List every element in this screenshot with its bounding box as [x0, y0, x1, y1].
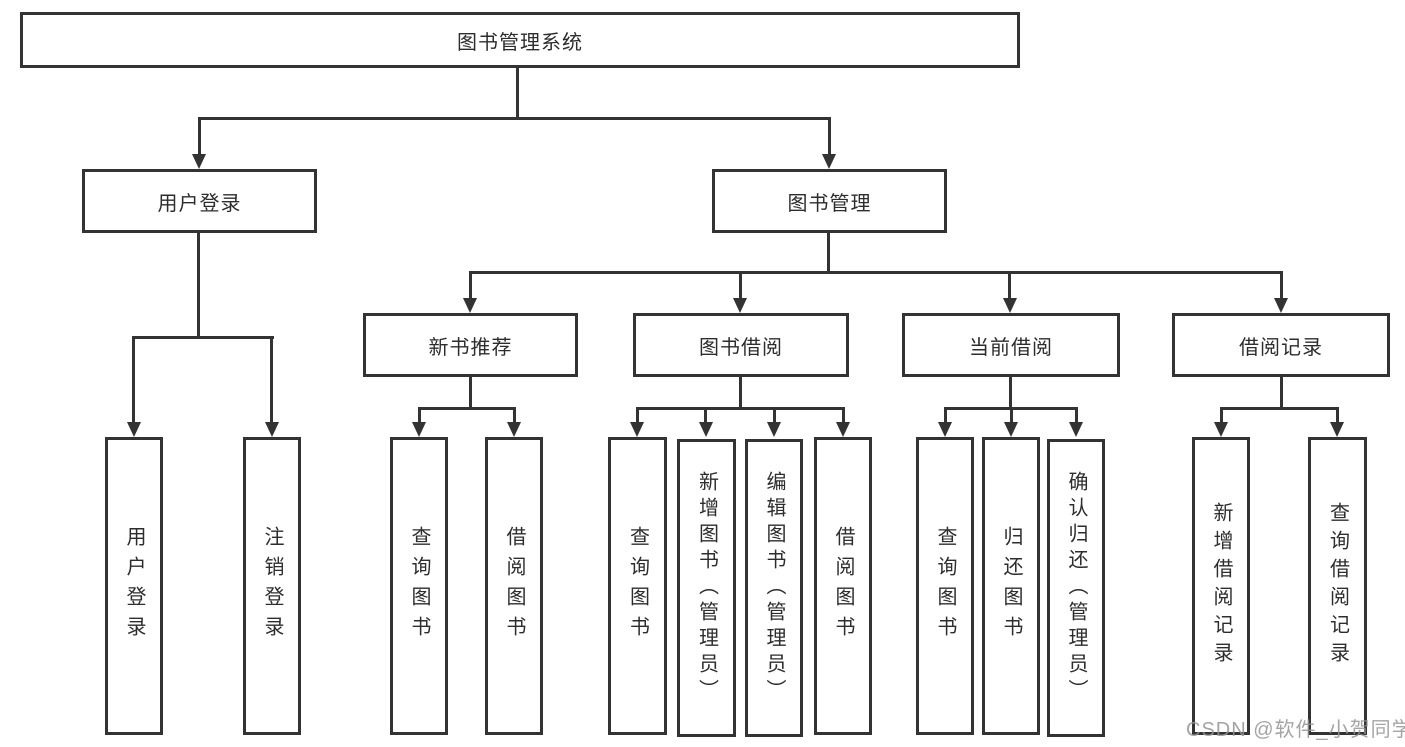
node-confirm-return-admin: 确认归还（管理员） [1047, 439, 1105, 737]
connector-root-down [516, 68, 519, 120]
arrowhead-borrow-books-2 [836, 422, 850, 437]
arrowhead-user-login [192, 154, 206, 169]
node-return-books-label: 归还图书 [1000, 526, 1022, 646]
connector-book-borrowing-branch [636, 407, 845, 410]
node-user-login: 用户登录 [82, 169, 317, 233]
connector-new-book-branch [418, 407, 516, 410]
arrowhead-borrowing-records [1274, 298, 1288, 313]
node-add-borrow-record: 新增借阅记录 [1192, 437, 1250, 735]
node-borrow-books-2: 借阅图书 [814, 437, 872, 735]
connector-book-management-stub [828, 117, 831, 156]
arrowhead-query-books-2 [630, 422, 644, 437]
node-add-books-admin: 新增图书（管理员） [677, 439, 736, 737]
connector-current-borrowing-stub [1008, 271, 1011, 301]
node-query-borrow-record: 查询借阅记录 [1308, 437, 1367, 735]
arrowhead-add-borrow-record [1214, 422, 1228, 437]
connector-query-books-2-stub [636, 407, 639, 425]
connector-login-leaf-stub [132, 336, 135, 424]
connector-level2-branch [198, 117, 831, 120]
node-borrow-books-2-label: 借阅图书 [832, 526, 854, 646]
connector-borrow-books-2-stub [842, 407, 845, 425]
node-add-books-admin-label: 新增图书（管理员） [695, 471, 718, 705]
node-book-borrowing: 图书借阅 [633, 313, 849, 377]
arrowhead-new-book-recommend [463, 298, 477, 313]
node-add-borrow-record-label: 新增借阅记录 [1210, 502, 1232, 670]
connector-return-books-stub [1010, 407, 1013, 425]
connector-current-borrowing-down [1009, 377, 1012, 410]
node-new-book-recommend: 新书推荐 [363, 313, 578, 377]
node-query-books-2-label: 查询图书 [626, 526, 649, 646]
arrowhead-query-books-1 [412, 422, 426, 437]
arrowhead-add-books [699, 422, 713, 437]
node-query-books-1-label: 查询图书 [408, 526, 430, 646]
arrowhead-return-books [1004, 422, 1018, 437]
connector-user-login-down [197, 233, 200, 339]
arrowhead-query-books-3 [938, 422, 952, 437]
connector-query-books-3-stub [944, 407, 947, 425]
node-query-books-3-label: 查询图书 [934, 526, 956, 646]
node-query-books-1: 查询图书 [390, 437, 448, 735]
connector-edit-books-stub [773, 407, 776, 425]
connector-borrowing-records-stub [1280, 271, 1283, 301]
connector-new-book-stub [469, 271, 472, 301]
node-borrow-books-1-label: 借阅图书 [503, 526, 525, 646]
node-user-login-leaf: 用户登录 [105, 437, 163, 735]
arrowhead-query-borrow-record [1330, 422, 1344, 437]
arrowhead-book-borrowing [733, 298, 747, 313]
node-current-borrowing: 当前借阅 [902, 313, 1120, 377]
arrowhead-logout [265, 422, 279, 437]
connector-borrowing-records-down [1280, 377, 1283, 410]
arrowhead-edit-books [767, 422, 781, 437]
arrowhead-borrow-books-1 [507, 422, 521, 437]
connector-confirm-return-stub [1075, 407, 1078, 425]
connector-level3-branch [469, 271, 1283, 274]
connector-add-record-stub [1220, 407, 1223, 425]
node-edit-books-admin-label: 编辑图书（管理员） [763, 471, 785, 705]
connector-query-books-1-stub [418, 407, 421, 425]
arrowhead-login-leaf [127, 422, 141, 437]
arrowhead-book-management [822, 154, 836, 169]
connector-user-login-stub [198, 117, 201, 156]
node-user-login-leaf-label: 用户登录 [123, 526, 145, 646]
node-query-books-3: 查询图书 [916, 437, 974, 735]
csdn-watermark: CSDN @软件_小贺同学 [1186, 719, 1405, 741]
arrowhead-current-borrowing [1003, 298, 1017, 313]
node-return-books: 归还图书 [982, 437, 1040, 735]
node-confirm-return-admin-label: 确认归还（管理员） [1065, 471, 1087, 705]
node-logout: 注销登录 [243, 437, 301, 735]
node-query-borrow-record-label: 查询借阅记录 [1326, 502, 1349, 670]
node-book-management: 图书管理 [712, 169, 947, 233]
connector-borrow-books-1-stub [513, 407, 516, 425]
connector-logout-stub [270, 336, 273, 424]
connector-new-book-down [469, 377, 472, 410]
connector-query-record-stub [1336, 407, 1339, 425]
node-logout-label: 注销登录 [261, 526, 283, 646]
node-edit-books-admin: 编辑图书（管理员） [745, 439, 803, 737]
node-borrow-books-1: 借阅图书 [485, 437, 543, 735]
arrowhead-confirm-return [1069, 422, 1083, 437]
connector-user-login-branch [133, 336, 274, 339]
node-library-management-system: 图书管理系统 [20, 12, 1020, 68]
connector-book-management-down [827, 233, 830, 274]
connector-add-books-stub [704, 407, 707, 425]
connector-book-borrowing-stub [739, 271, 742, 301]
connector-borrowing-records-branch [1220, 407, 1339, 410]
node-borrowing-records: 借阅记录 [1172, 313, 1390, 377]
connector-book-borrowing-down [739, 377, 742, 410]
node-query-books-2: 查询图书 [608, 437, 667, 735]
